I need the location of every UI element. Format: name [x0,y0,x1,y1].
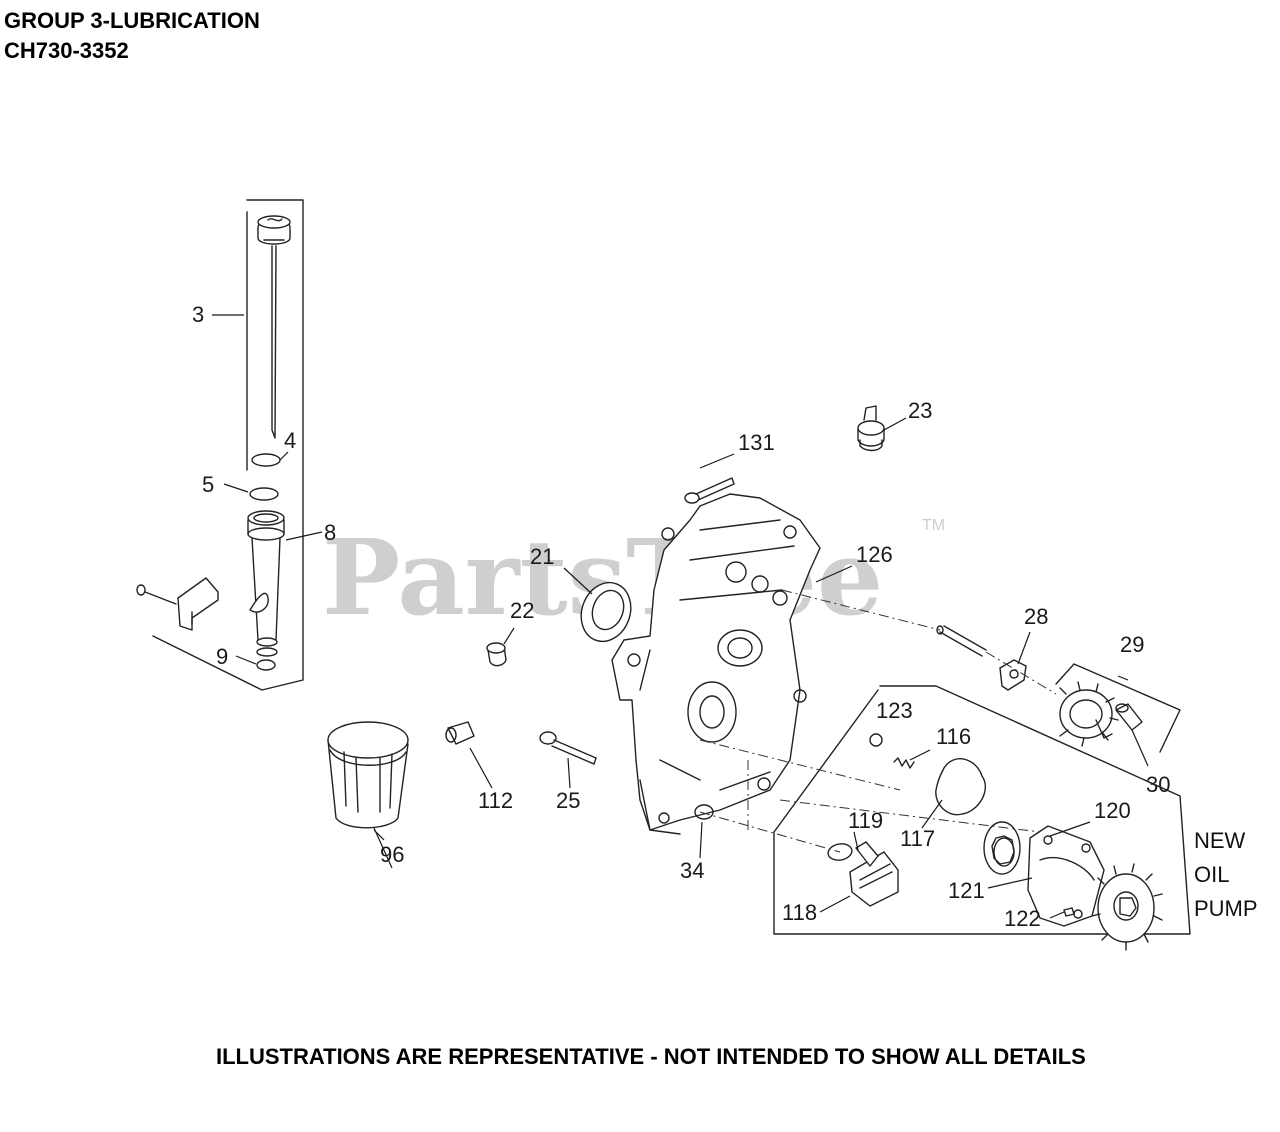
callout-22: 22 [510,598,534,623]
diagram-header: GROUP 3-LUBRICATION CH730-3352 [4,6,260,66]
check-ball [869,733,883,747]
callout-123: 123 [876,698,913,723]
note-line-pump: PUMP [1194,896,1258,921]
o-ring-4 [251,453,281,467]
note-line-new: NEW [1194,828,1246,853]
callout-4: 4 [284,428,296,453]
relief-spring [893,757,915,769]
callout-3: 3 [192,302,204,327]
bushing-22 [486,642,507,667]
callout-126: 126 [856,542,893,567]
pump-rotor [983,821,1021,875]
bolt-131 [684,477,735,504]
cross-shaft-30 [1115,703,1143,731]
bracket-screw [136,584,177,605]
centerline-pump [699,739,1041,853]
pump-screw [1063,907,1075,917]
washer-34 [694,804,714,820]
callout-21: 21 [530,544,554,569]
dipstick [257,215,291,439]
diagram-title: GROUP 3-LUBRICATION [4,8,260,33]
pump-shaft [936,625,987,657]
callout-120: 120 [1094,798,1131,823]
callout-116: 116 [936,724,971,749]
fitting-112 [445,721,475,745]
note-line-oil: OIL [1194,862,1229,887]
shaft-washer-28 [999,659,1027,691]
callout-96: 96 [380,842,404,867]
oil-seal-21 [580,581,632,643]
disclaimer-footer: ILLUSTRATIONS ARE REPRESENTATIVE - NOT I… [216,1044,1086,1069]
dipstick-group-outline [152,199,304,691]
governor-gear-assembly [1059,681,1119,747]
dipstick-tube [247,510,285,657]
bolt-25 [539,731,597,765]
gear-group-outline [1055,663,1181,753]
pump-gasket [935,758,987,816]
pump-drive-gear [1091,863,1163,951]
closure-plate [611,493,821,835]
o-ring-9 [256,659,276,671]
oil-filter [327,721,409,829]
callout-9: 9 [216,644,228,669]
callout-122: 122 [1004,906,1041,931]
engine-model: CH730-3352 [4,38,129,63]
callout-112: 112 [478,788,513,813]
callout-25: 25 [556,788,580,813]
callout-30: 30 [1146,772,1170,797]
callout-34: 34 [680,858,704,883]
callout-131: 131 [738,430,775,455]
callout-5: 5 [202,472,214,497]
callout-8: 8 [324,520,336,545]
callout-23: 23 [908,398,932,423]
callout-29: 29 [1120,632,1144,657]
tube-bracket [177,577,219,631]
callout-118: 118 [782,900,817,925]
o-ring-119 [827,843,853,861]
centerline-shaft [781,589,1057,695]
callout-28: 28 [1024,604,1048,629]
oil-pressure-switch [857,405,885,452]
o-ring-5 [249,487,279,501]
oil-pickup [849,841,899,907]
oil-pump-group-outline [773,685,1191,935]
callout-121: 121 [948,878,985,903]
watermark-trademark: TM [922,517,945,534]
callout-117: 117 [900,826,935,851]
callout-119: 119 [848,808,883,833]
